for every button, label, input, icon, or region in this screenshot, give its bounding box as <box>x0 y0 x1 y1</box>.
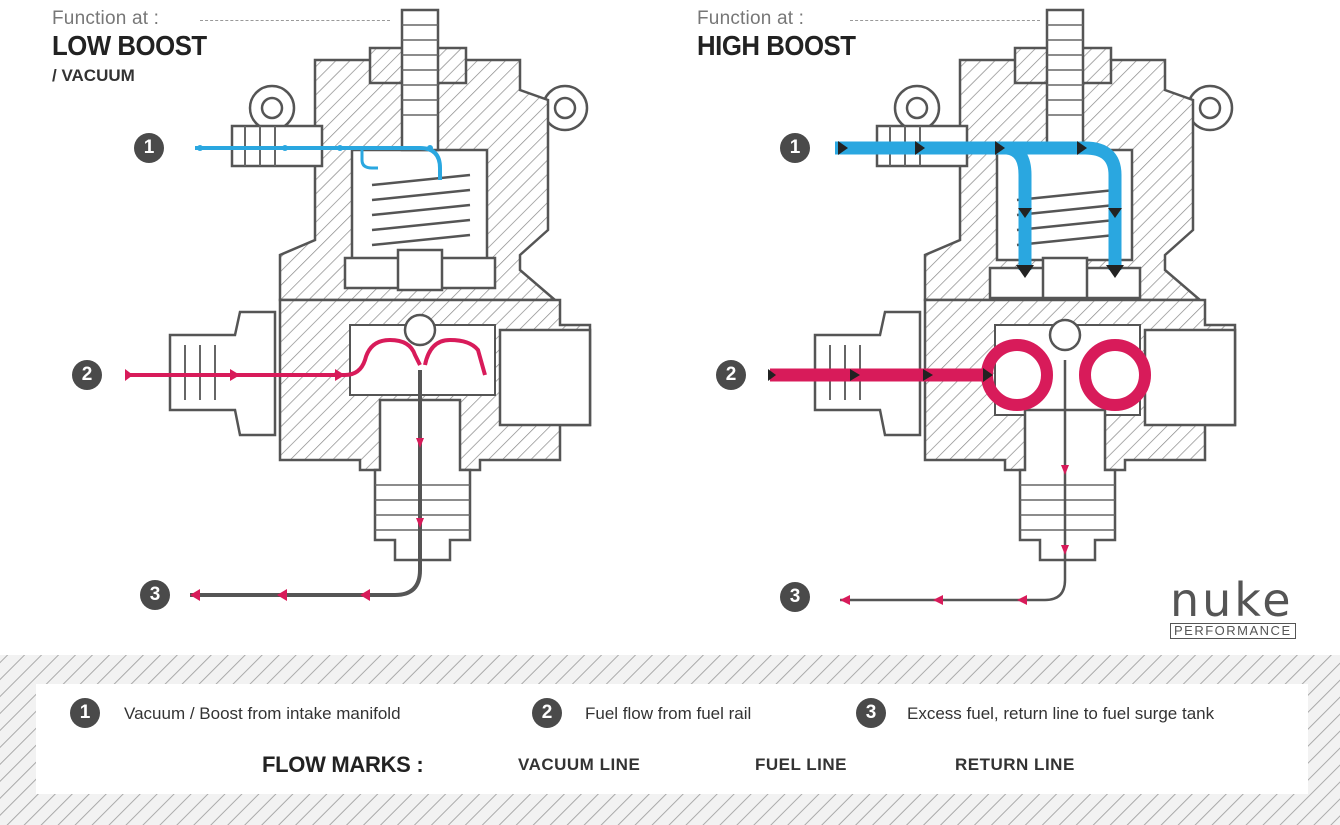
flow-mark-return-label: RETURN LINE <box>955 755 1075 774</box>
mode-title-left: LOW BOOST <box>52 30 207 61</box>
legend-box <box>36 684 1308 794</box>
flow-mark-fuel-label: FUEL LINE <box>755 755 848 774</box>
legend-badge-3: 3 <box>856 698 886 728</box>
mode-subtitle-left: / VACUUM <box>52 66 135 85</box>
legend-text-1: Vacuum / Boost from intake manifold <box>124 704 401 723</box>
logo-subline: performance <box>1170 623 1296 639</box>
nuke-logo: nuke performance <box>1170 573 1336 640</box>
logo-wordmark: nuke <box>1170 573 1294 627</box>
function-label-left: Function at : <box>52 8 160 29</box>
badge-2-right: 2 <box>716 360 746 390</box>
legend-text-3: Excess fuel, return line to fuel surge t… <box>907 704 1215 723</box>
legend-badge-2: 2 <box>532 698 562 728</box>
mode-title-right: HIGH BOOST <box>697 30 856 61</box>
badge-3-left: 3 <box>140 580 170 610</box>
badge-1-right: 1 <box>780 133 810 163</box>
flow-marks-title: FLOW MARKS : <box>262 752 424 777</box>
badge-3-right: 3 <box>780 582 810 612</box>
flow-mark-vacuum-label: VACUUM LINE <box>518 755 641 774</box>
dash-divider-left <box>200 20 390 21</box>
legend-text-2: Fuel flow from fuel rail <box>585 704 752 723</box>
regulator-high-boost <box>768 8 1237 605</box>
dash-divider-right <box>850 20 1040 21</box>
legend-badge-1: 1 <box>70 698 100 728</box>
badge-2-left: 2 <box>72 360 102 390</box>
function-label-right: Function at : <box>697 8 805 29</box>
regulator-low-boost <box>125 8 592 601</box>
badge-1-left: 1 <box>134 133 164 163</box>
